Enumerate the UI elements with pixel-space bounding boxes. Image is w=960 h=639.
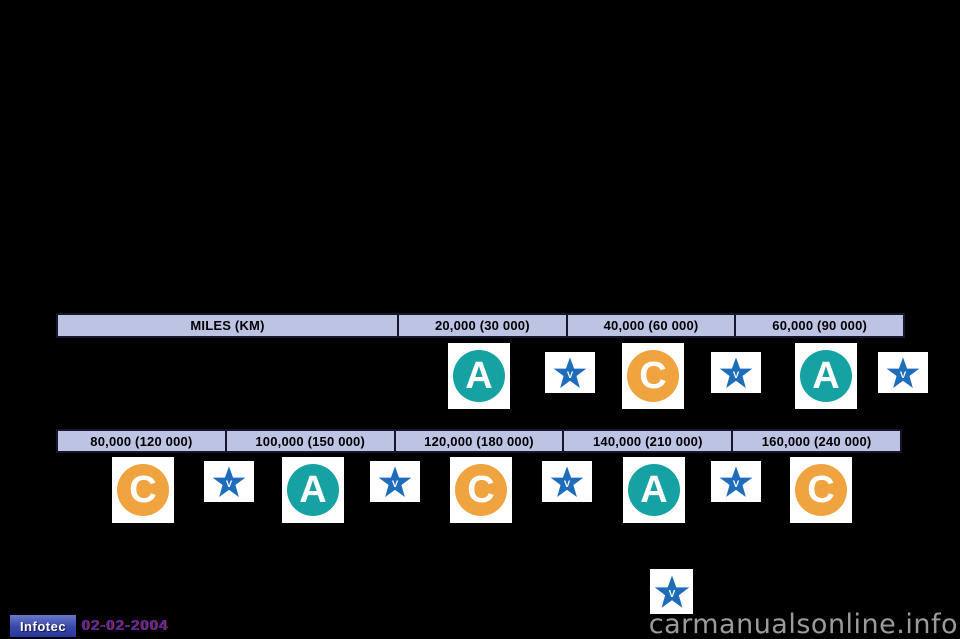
header-cell-40000: 40,000 (60 000) [565,315,735,336]
star-letter: V [564,478,571,489]
star-icon: V [711,461,761,502]
service-c-letter: C [795,464,847,516]
star-letter: V [733,478,740,489]
star-icon: V [545,352,595,393]
service-c-letter: C [627,350,679,402]
star-icon: V [204,461,254,502]
star-letter: V [733,369,740,380]
header-cell-100000: 100,000 (150 000) [224,431,394,451]
star-letter: V [567,369,574,380]
service-a-letter: A [453,350,505,402]
header-cell-80000: 80,000 (120 000) [90,433,193,449]
service-c-icon: C [622,343,684,409]
service-a-letter: A [287,464,339,516]
star-icon: V [878,352,928,393]
star-icon: V [370,461,420,502]
star-letter: V [668,589,675,600]
service-c-icon: C [790,457,852,523]
header-cell-140000: 140,000 (210 000) [562,431,731,451]
service-a-letter: A [800,350,852,402]
date-stamp: 02-02-2004 [81,617,168,634]
header-cell-20000: 20,000 (30 000) [397,315,566,336]
service-a-icon: A [623,457,685,523]
star-icon: V [542,461,592,502]
star-letter: V [226,478,233,489]
header-cell-miles-km: MILES (KM) [190,318,265,333]
service-a-icon: A [448,343,510,409]
service-a-icon: A [282,457,344,523]
star-letter: V [900,369,907,380]
mileage-header-row-2: 80,000 (120 000) 100,000 (150 000) 120,0… [56,429,902,453]
service-c-icon: C [450,457,512,523]
header-cell-120000: 120,000 (180 000) [393,431,563,451]
service-c-letter: C [455,464,507,516]
service-c-icon: C [112,457,174,523]
star-icon: V [650,569,693,614]
star-icon: V [711,352,761,393]
service-a-letter: A [628,464,680,516]
mileage-header-row-1: MILES (KM) 20,000 (30 000) 40,000 (60 00… [56,313,905,338]
header-cell-60000: 60,000 (90 000) [734,315,903,336]
header-cell-160000: 160,000 (240 000) [731,431,900,451]
service-a-icon: A [795,343,857,409]
star-letter: V [392,478,399,489]
service-c-letter: C [117,464,169,516]
infotec-logo: Infotec [10,615,76,637]
watermark: carmanualsonline.info [648,609,958,639]
